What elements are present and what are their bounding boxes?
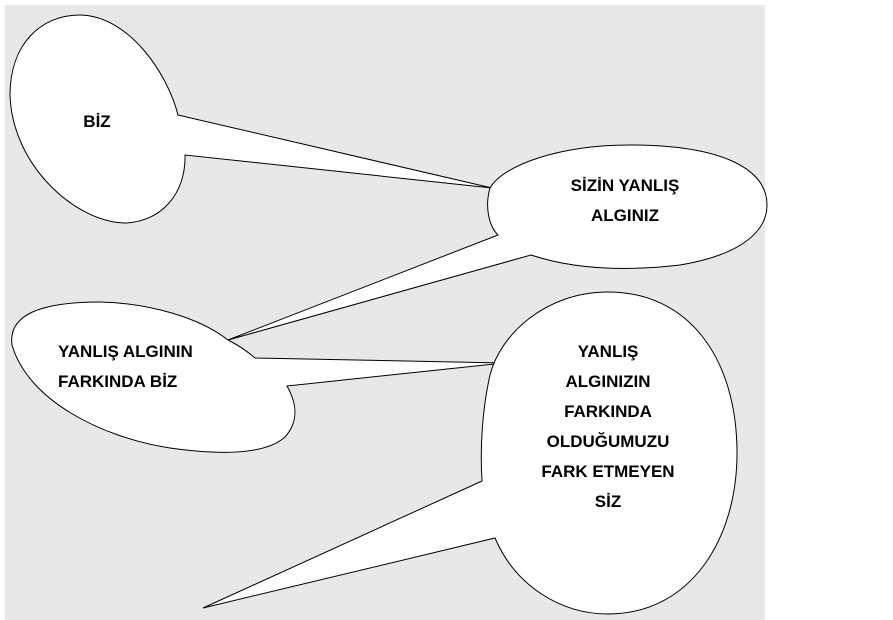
text-line: YANLIŞ ALGININ [58,342,193,361]
text-line: SİZ [594,492,622,511]
bubble-fark-etmeyen-siz [202,291,738,615]
bubble-text-biz: BİZ [83,107,110,137]
bubble-yanlis-alginin-farkinda-biz [11,301,505,453]
text-line: OLDUĞUMUZU [546,432,670,451]
bubble-text-fark-etmeyen-siz: YANLIŞ ALGINIZIN FARKINDA OLDUĞUMUZU FAR… [541,337,674,517]
bubble-text-sizin-yanlis-alginiz: SİZİN YANLIŞ ALGINIZ [571,171,680,231]
bubble-sizin-yanlis-alginiz [227,144,768,341]
bubble-biz [9,14,493,224]
text-line: BİZ [83,112,111,131]
text-line: SİZİN YANLIŞ [570,176,680,195]
text-line: FARKINDA [564,402,652,421]
text-line: ALGINIZ [590,206,659,225]
bubble-text-yanlis-alginin-farkinda-biz: YANLIŞ ALGININ FARKINDA BİZ [58,337,193,397]
text-line: FARKINDA BİZ [58,372,178,391]
text-line: ALGINIZIN [565,372,651,391]
text-line: YANLIŞ [577,342,639,361]
text-line: FARK ETMEYEN [541,462,675,481]
